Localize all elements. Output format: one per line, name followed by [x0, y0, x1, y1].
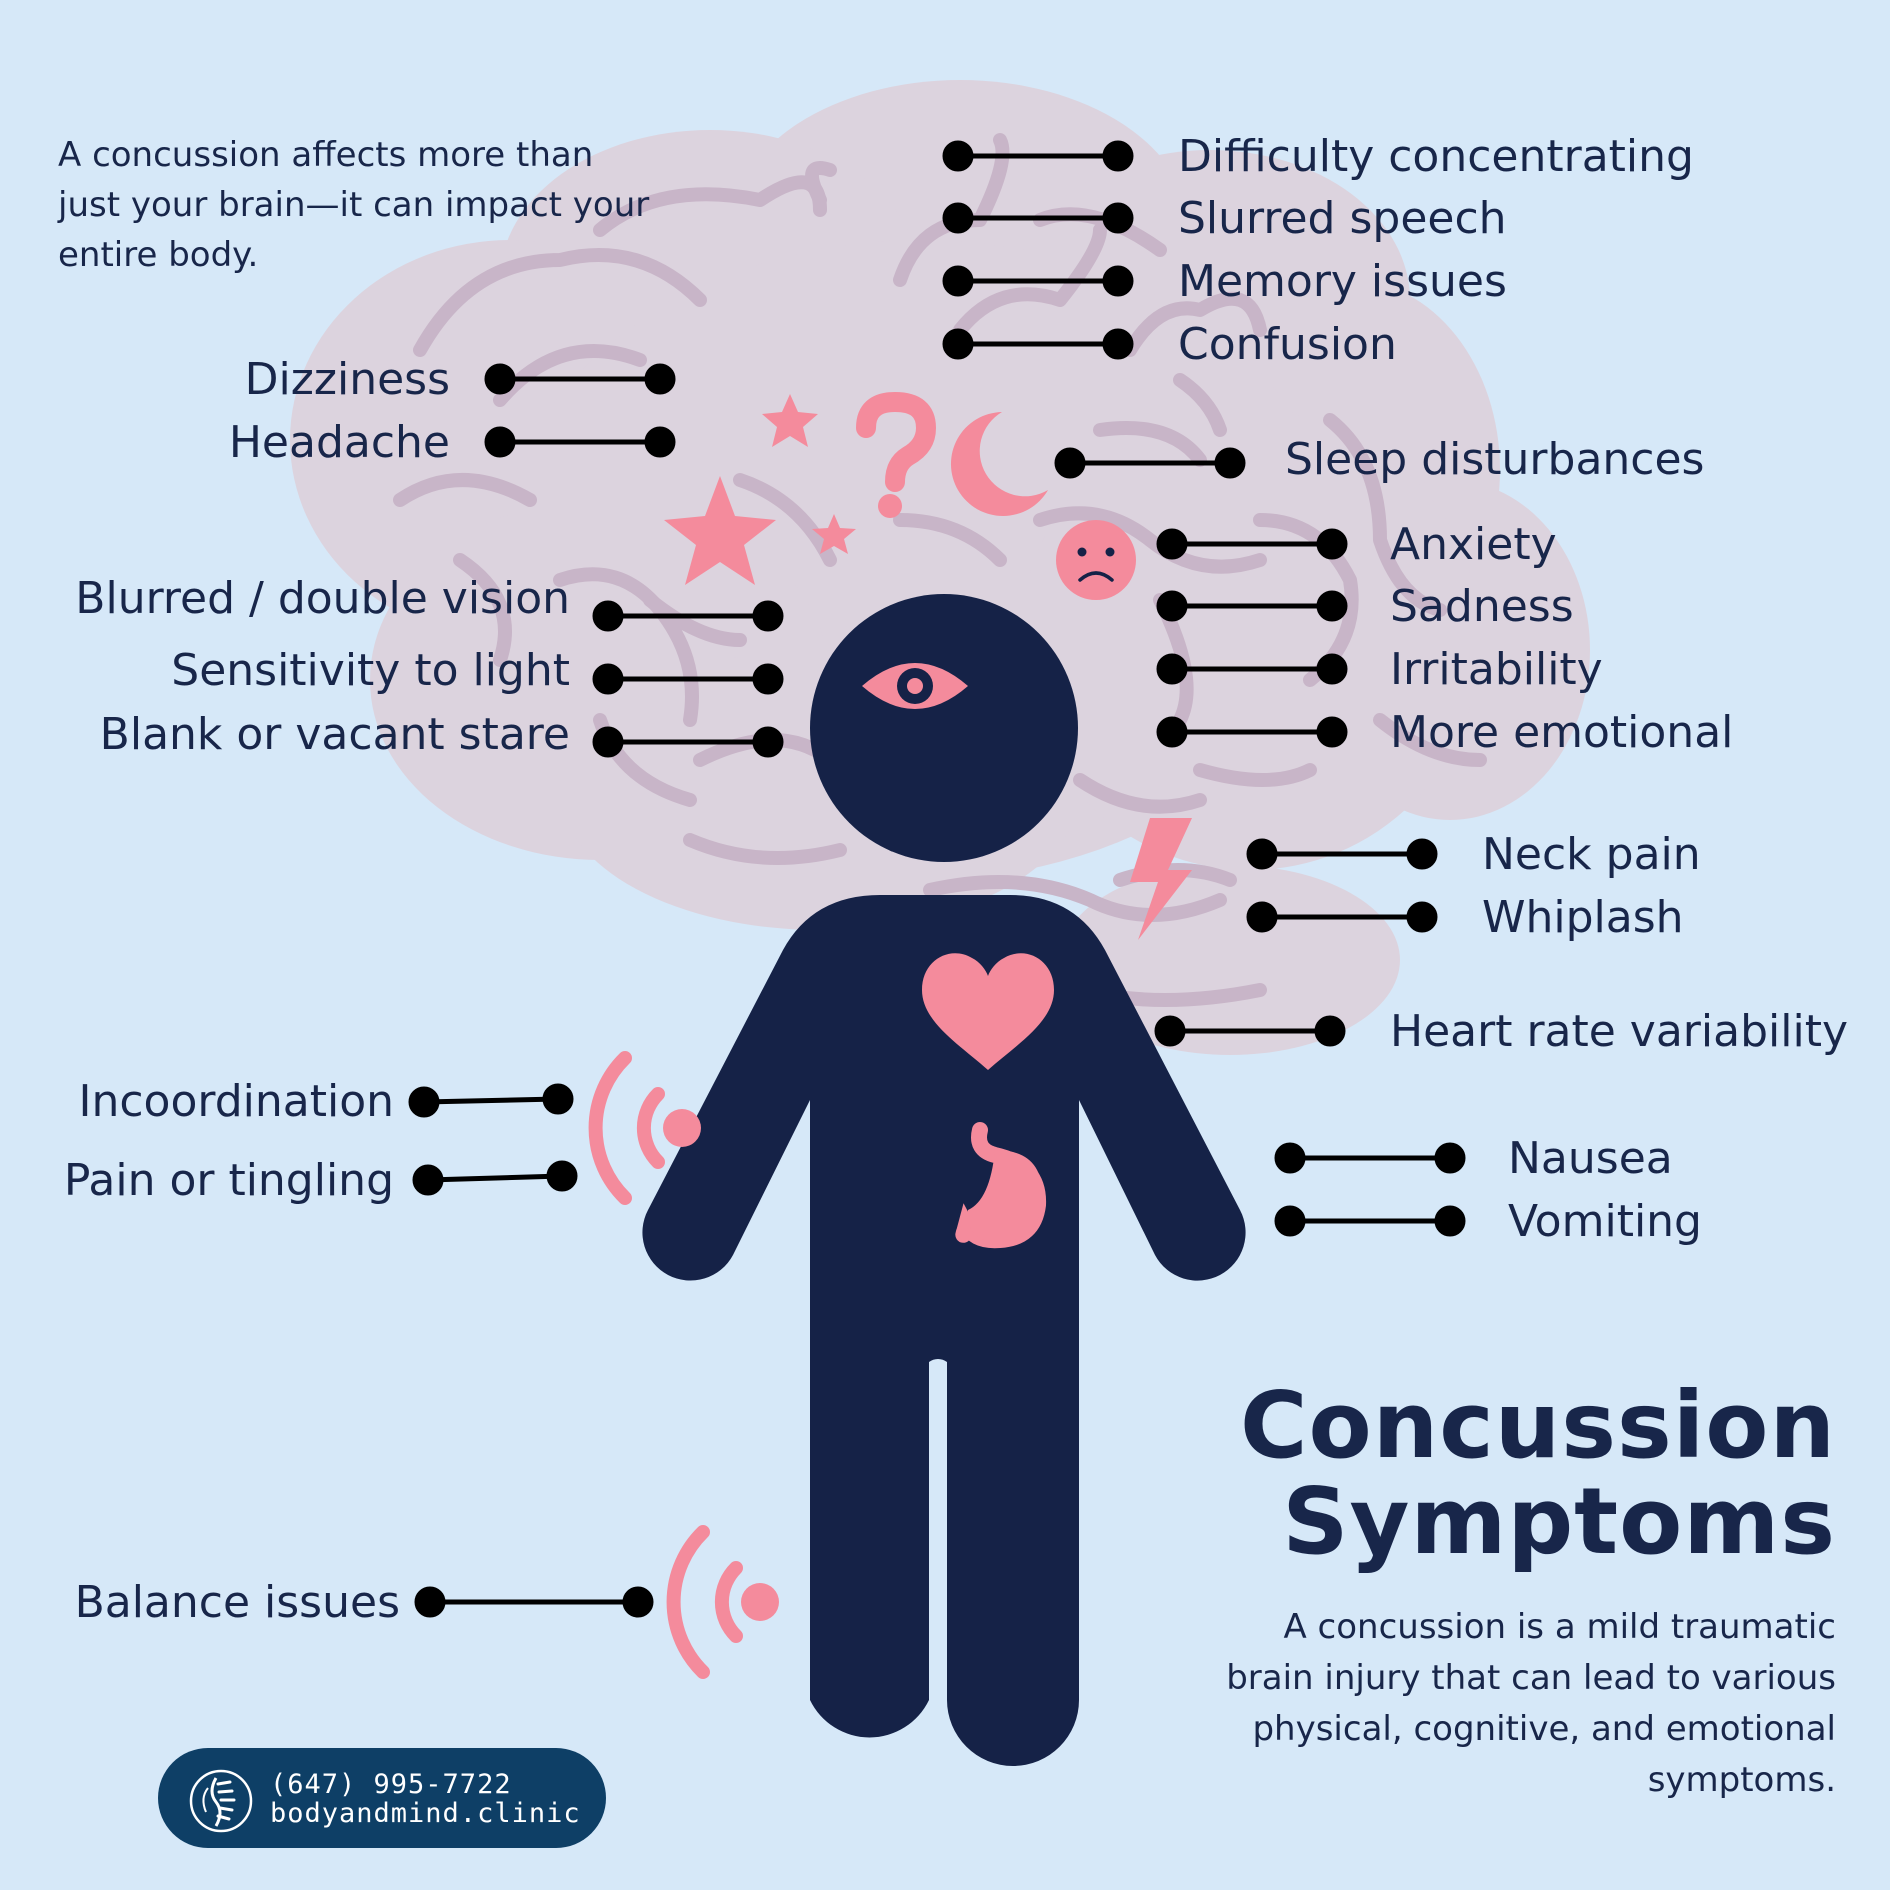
person-silhouette — [642, 594, 1246, 1766]
connector-nausea — [1274, 1142, 1466, 1174]
symptom-slurred-speech: Slurred speech — [1178, 193, 1507, 244]
stomach-icon — [955, 1122, 1047, 1249]
symptom-sadness: Sadness — [1390, 581, 1574, 632]
connector-lines — [408, 140, 1466, 1618]
connector-difficulty — [942, 140, 1134, 172]
symptom-whiplash: Whiplash — [1482, 892, 1684, 943]
connector-incoordination — [408, 1083, 574, 1118]
symptom-sleep-disturbances: Sleep disturbances — [1285, 434, 1705, 485]
question-mark-icon — [856, 391, 937, 518]
symptom-balance-issues: Balance issues — [74, 1577, 400, 1628]
connector-irritability — [1156, 653, 1348, 685]
symptom-headache: Headache — [228, 417, 450, 468]
symptom-heart-rate-variability: Heart rate variability — [1390, 1006, 1848, 1057]
connector-whiplash — [1246, 901, 1438, 933]
star-icon-tiny — [812, 514, 856, 554]
eye-icon — [862, 663, 968, 709]
symptom-nausea: Nausea — [1508, 1133, 1673, 1184]
contact-website[interactable]: bodyandmind.clinic — [270, 1798, 581, 1829]
connector-sleep — [1054, 447, 1246, 479]
symptom-difficulty-concentrating: Difficulty concentrating — [1178, 131, 1694, 182]
lightning-icon — [1130, 818, 1192, 940]
title-line-2: Symptoms — [1282, 1468, 1836, 1575]
connector-anxiety — [1156, 528, 1348, 560]
description-text: A concussion is a mild traumatic brain i… — [1226, 1607, 1836, 1800]
connector-confusion — [942, 328, 1134, 360]
connector-vomiting — [1274, 1205, 1466, 1237]
signal-dot-arm — [663, 1109, 701, 1147]
connector-heart-rate — [1154, 1015, 1346, 1047]
contact-phone[interactable]: (647) 995-7722 — [270, 1769, 512, 1800]
star-icon-small — [762, 394, 818, 447]
connector-dizziness — [484, 363, 676, 395]
heart-icon — [922, 953, 1054, 1070]
connector-sensitivity — [592, 663, 784, 695]
star-icon-large — [664, 476, 776, 585]
connector-blurred — [592, 600, 784, 632]
connector-headache — [484, 426, 676, 458]
intro-text: A concussion affects more than just your… — [58, 135, 650, 275]
connector-sadness — [1156, 590, 1348, 622]
connector-slurred — [942, 202, 1134, 234]
signal-dot-leg — [741, 1583, 779, 1621]
symptom-confusion: Confusion — [1178, 319, 1397, 370]
contact-badge[interactable]: (647) 995-7722 bodyandmind.clinic — [158, 1748, 606, 1848]
signal-waves-icon-leg — [666, 1525, 743, 1679]
symptom-vomiting: Vomiting — [1508, 1196, 1702, 1247]
connector-stare — [592, 726, 784, 758]
symptom-anxiety: Anxiety — [1390, 519, 1557, 570]
moon-icon — [950, 412, 1048, 516]
symptom-dizziness: Dizziness — [244, 354, 450, 405]
symptom-neck-pain: Neck pain — [1482, 829, 1701, 880]
connector-balance — [414, 1586, 654, 1618]
title-line-1: Concussion — [1239, 1372, 1836, 1479]
symptom-pain-or-tingling: Pain or tingling — [63, 1155, 394, 1206]
symptom-irritability: Irritability — [1390, 644, 1603, 695]
symptom-incoordination: Incoordination — [78, 1076, 395, 1127]
connector-emotional — [1156, 716, 1348, 748]
symptom-memory-issues: Memory issues — [1178, 256, 1507, 307]
page-title: Concussion Symptoms — [1240, 1378, 1836, 1570]
sad-face-icon — [1056, 520, 1136, 600]
signal-waves-icon-arm — [588, 1051, 665, 1205]
spine-logo-icon — [189, 1769, 253, 1833]
symptom-blank-stare: Blank or vacant stare — [99, 709, 570, 760]
symptom-more-emotional: More emotional — [1390, 707, 1734, 758]
connector-tingling — [412, 1160, 578, 1196]
connector-neck — [1246, 838, 1438, 870]
symptom-blurred-vision: Blurred / double vision — [75, 573, 570, 624]
symptom-sensitivity-to-light: Sensitivity to light — [171, 645, 570, 696]
connector-memory — [942, 265, 1134, 297]
